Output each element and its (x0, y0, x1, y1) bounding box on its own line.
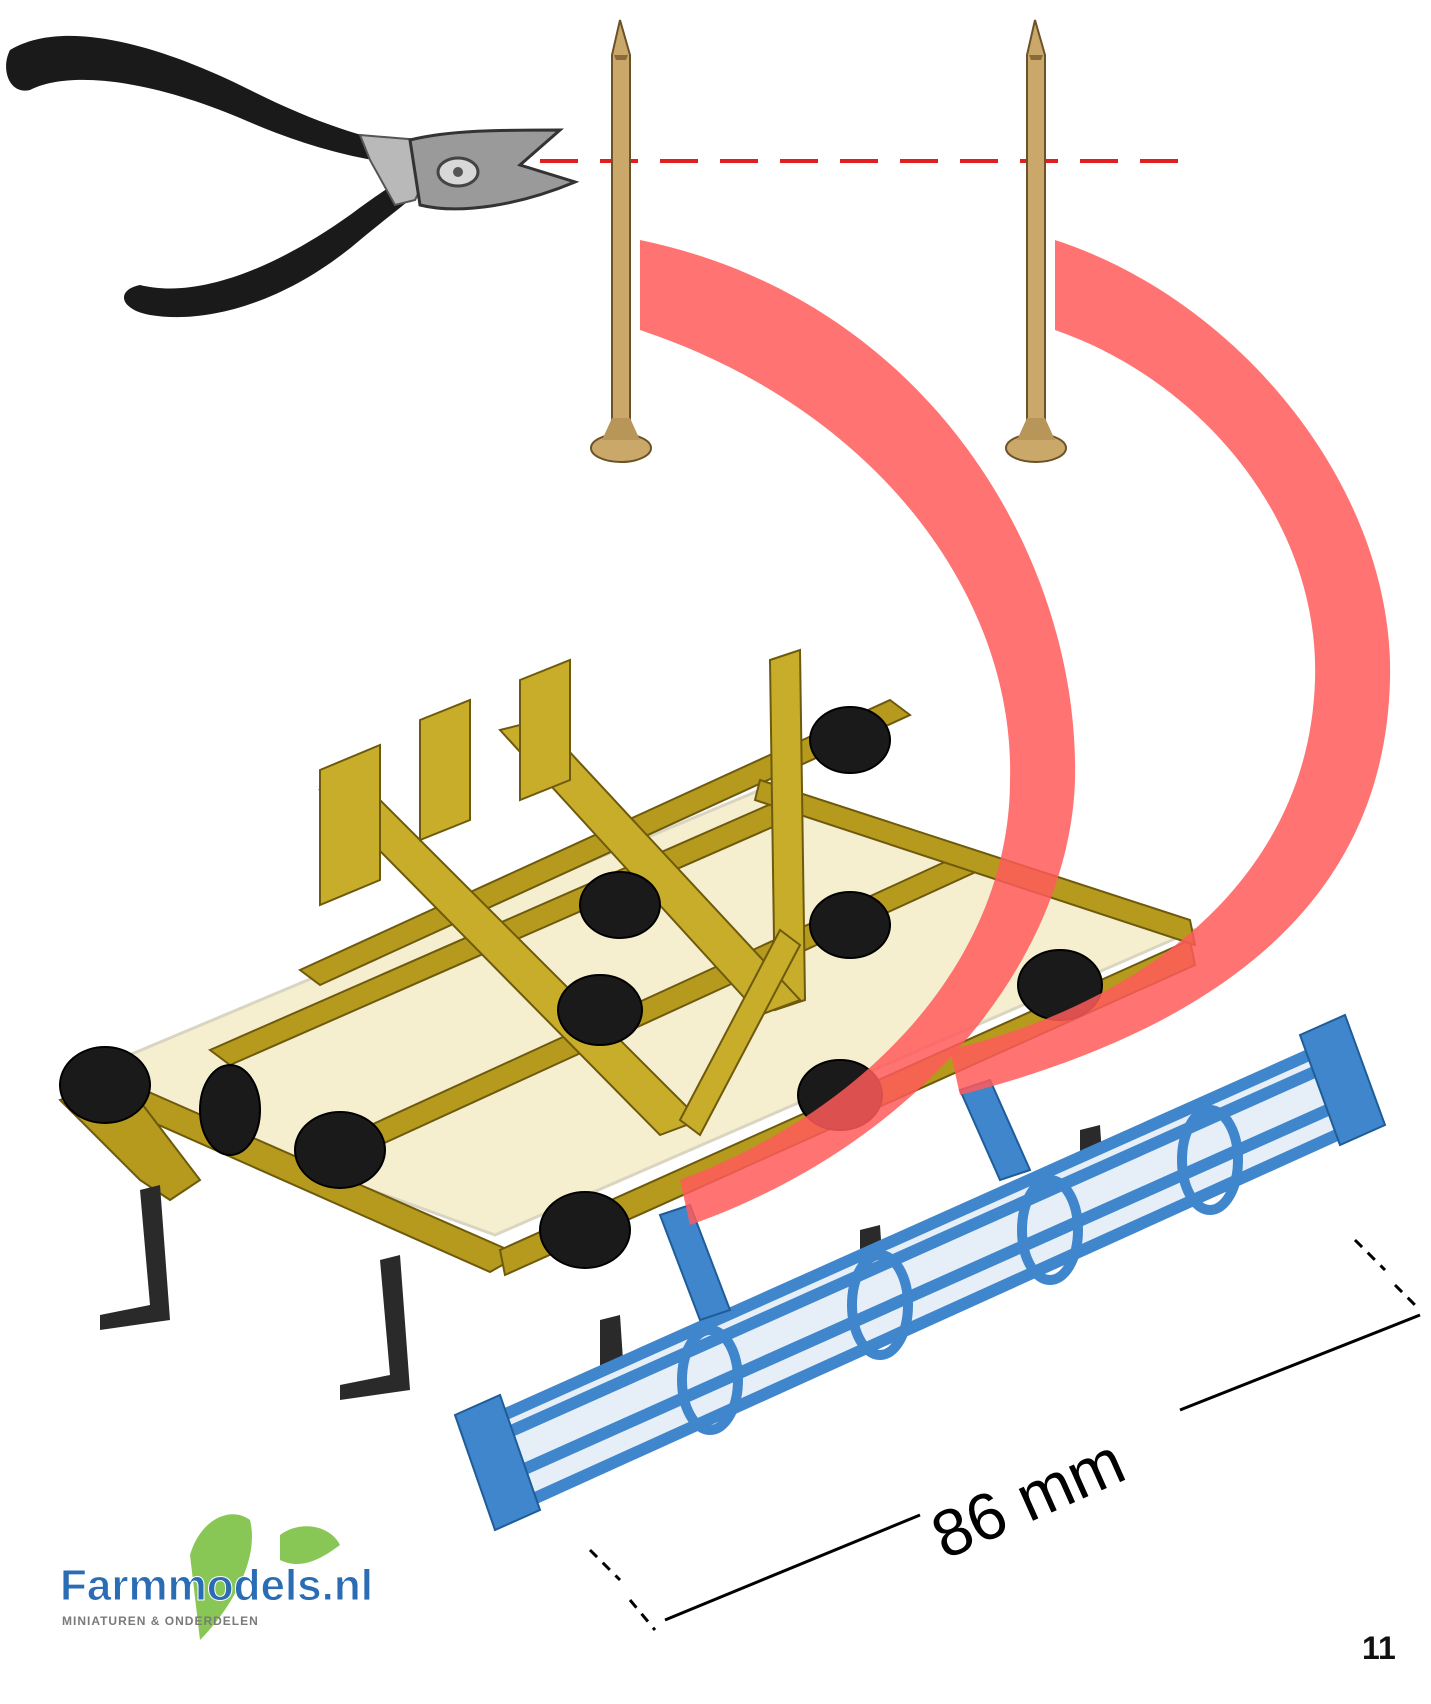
logo-brand: Farmmodels.nl (60, 1561, 373, 1610)
logo-tagline: MINIATUREN & ONDERDELEN (62, 1614, 259, 1628)
nail-icon (590, 19, 652, 463)
nail-icon (1005, 19, 1067, 463)
placement-arrow (950, 240, 1391, 1095)
brand-logo: Farmmodels.nl MINIATUREN & ONDERDELEN (60, 1514, 373, 1640)
crumbler-roller (453, 1013, 1387, 1532)
page-number: 11 (1362, 1630, 1396, 1666)
side-cutter-pliers-icon (6, 35, 580, 318)
dimension-label: 86 mm (921, 1423, 1135, 1573)
dimension-line (588, 1238, 1422, 1631)
placement-arrow (640, 240, 1076, 1225)
